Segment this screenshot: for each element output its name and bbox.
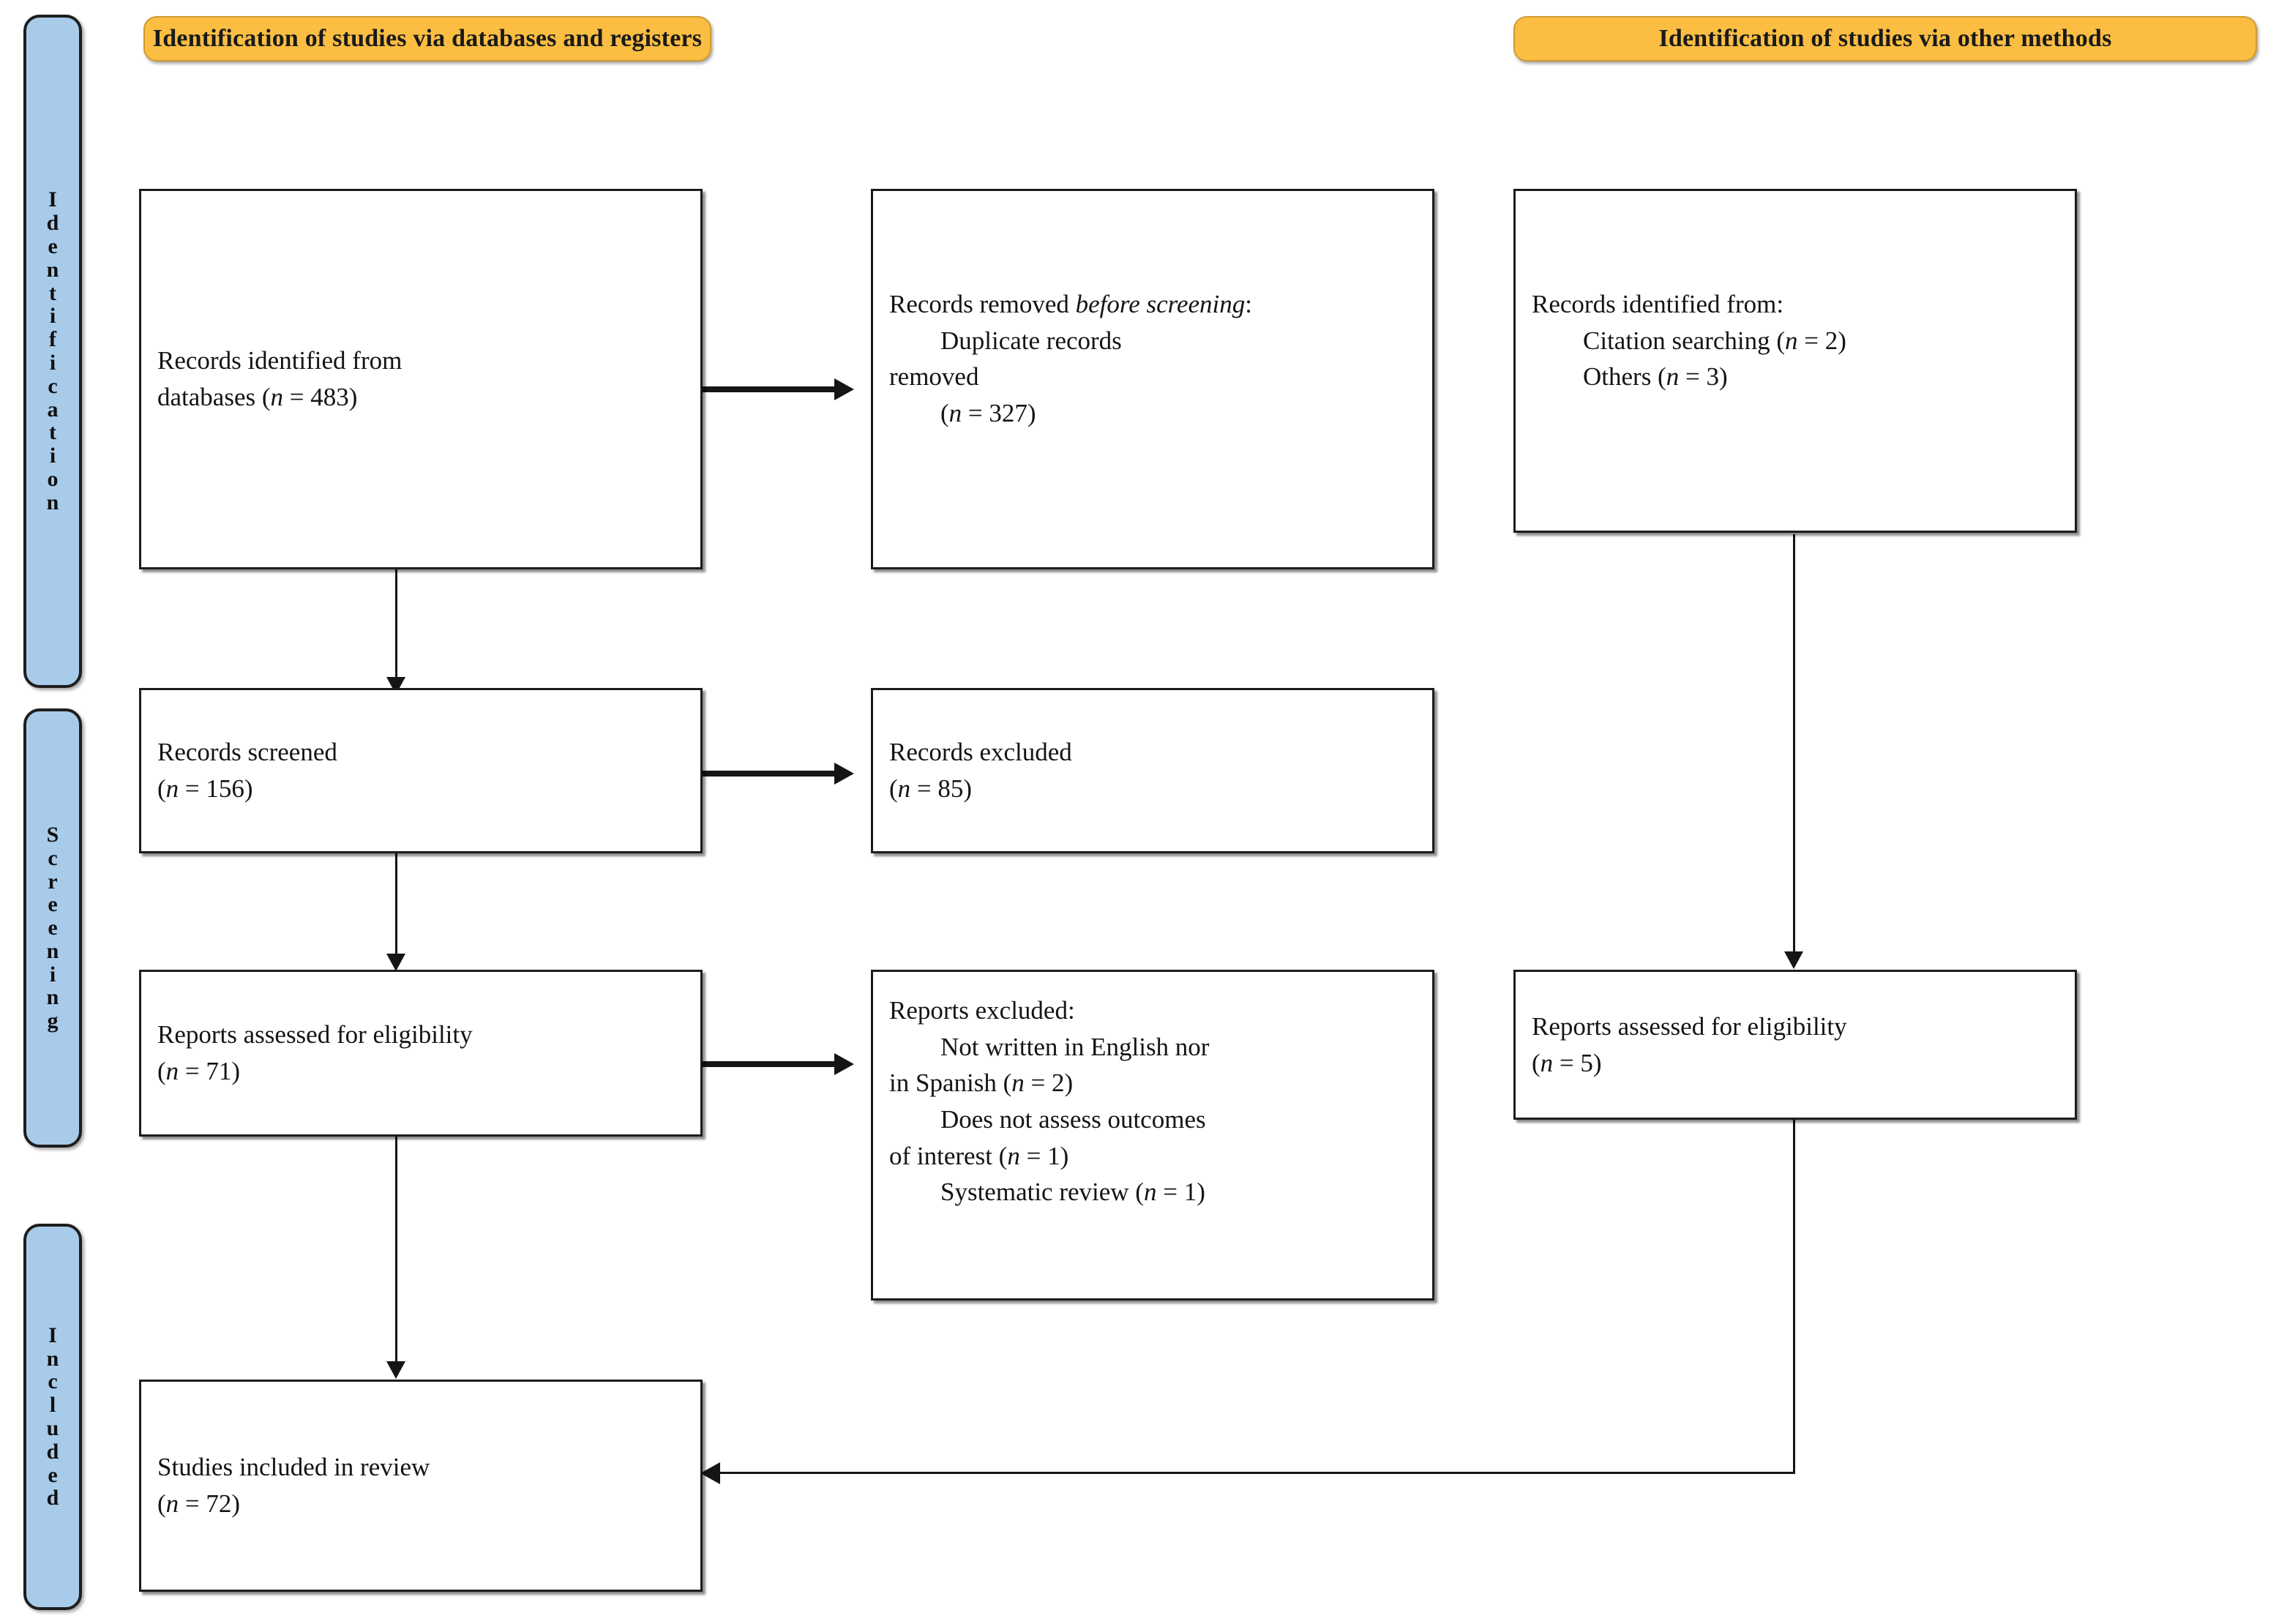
box-line: Studies included in review (157, 1453, 430, 1482)
box-records-excluded: Records excluded (n = 85) (871, 688, 1434, 853)
connector-screened-to-assessed-shaft (395, 853, 397, 964)
box-records-removed-text: Records removed before screening: Duplic… (889, 286, 1416, 432)
box-records-screened: Records screened (n = 156) (139, 688, 703, 853)
phase-letter: I (48, 1322, 57, 1347)
phase-letter: g (47, 1009, 59, 1033)
box-line: Records identified from (157, 346, 403, 375)
phase-label-included: I n c l u d e d (23, 1224, 82, 1610)
box-reports-excluded: Reports excluded: Not written in English… (871, 970, 1434, 1301)
phase-letter: l (49, 1393, 56, 1418)
banner-databases-registers: Identification of studies via databases … (143, 16, 711, 61)
phase-letter: i (49, 304, 56, 329)
box-line: Records screened (157, 738, 337, 767)
box-line: (n = 327) (940, 399, 1036, 428)
box-records-removed-before-screening: Records removed before screening: Duplic… (871, 189, 1434, 569)
phase-letter: t (49, 420, 56, 445)
box-line: (n = 85) (889, 774, 973, 803)
phase-letter: t (49, 280, 56, 305)
box-line: (n = 71) (157, 1057, 241, 1085)
connector-assessed-to-excluded-arrowhead (834, 1053, 854, 1075)
banner-other-methods-label: Identification of studies via other meth… (1658, 25, 2112, 52)
phase-letter: d (46, 1439, 59, 1464)
banner-other-methods: Identification of studies via other meth… (1513, 16, 2257, 61)
phase-letter: a (47, 397, 59, 422)
connector-assessed-to-included-arrowhead (386, 1361, 405, 1379)
box-line: Does not assess outcomes (940, 1105, 1206, 1134)
box-line: Reports assessed for eligibility (1532, 1011, 1847, 1041)
box-line: Others (n = 3) (1583, 362, 1728, 392)
phase-letter: e (48, 892, 58, 917)
box-line: Systematic review (n = 1) (940, 1178, 1205, 1207)
phase-letter: u (46, 1416, 59, 1440)
box-line: in Spanish (n = 2) (889, 1069, 1074, 1098)
phase-letter: d (46, 211, 59, 236)
box-records-identified-databases-text: Records identified from databases (n = 4… (157, 343, 684, 415)
connector-databases-to-removed-arrowhead (834, 378, 854, 400)
box-line: databases (n = 483) (157, 383, 358, 411)
box-line: Records identified from: (1532, 290, 1784, 318)
phase-letter: i (49, 444, 56, 468)
phase-letter: n (46, 1346, 59, 1371)
phase-letter: e (48, 1462, 58, 1487)
phase-label-screening: S c r e e n i n g (23, 708, 82, 1148)
box-reports-assessed-right-text: Reports assessed for eligibility (n = 5) (1532, 1009, 2059, 1081)
connector-other-to-assessed-arrowhead (1784, 951, 1803, 969)
connector-right-to-included-vertical (1793, 1118, 1795, 1474)
box-line: Not written in English nor (940, 1032, 1210, 1061)
connector-databases-to-screened-shaft (395, 567, 397, 687)
connector-assessed-to-included-shaft (395, 1137, 397, 1372)
connector-assessed-to-excluded-shaft (701, 1061, 834, 1067)
phase-letter: c (48, 373, 58, 398)
box-line: (n = 5) (1532, 1048, 1602, 1077)
phase-letter: f (49, 327, 56, 352)
banner-databases-registers-label: Identification of studies via databases … (152, 25, 703, 52)
box-reports-excluded-text: Reports excluded: Not written in English… (889, 992, 1416, 1210)
phase-letter: n (46, 938, 59, 963)
phase-letter: i (49, 351, 56, 375)
connector-other-to-assessed-shaft (1793, 534, 1795, 962)
box-line: Reports assessed for eligibility (157, 1020, 473, 1049)
phase-letter: n (46, 257, 59, 282)
connector-databases-to-removed-shaft (701, 386, 834, 392)
box-records-identified-other: Records identified from: Citation search… (1513, 189, 2077, 533)
box-line: Records removed before screening: (889, 290, 1253, 318)
phase-letter: r (48, 869, 58, 894)
box-line: Duplicate records (940, 326, 1122, 355)
box-line: (n = 72) (157, 1489, 241, 1518)
phase-label-identification: I d e n t i f i c a t i o n (23, 15, 82, 688)
box-studies-included-text: Studies included in review (n = 72) (157, 1449, 684, 1522)
phase-letter: d (46, 1486, 59, 1511)
box-studies-included: Studies included in review (n = 72) (139, 1380, 703, 1592)
connector-screened-to-excluded-arrowhead (834, 763, 854, 785)
phase-letter: i (49, 962, 56, 987)
connector-right-to-included-horizontal (717, 1472, 1794, 1474)
box-line: Records excluded (889, 738, 1072, 767)
box-line: (n = 156) (157, 774, 253, 803)
connector-right-to-included-arrowhead (700, 1462, 720, 1484)
connector-screened-to-excluded-shaft (701, 771, 834, 777)
box-line: Reports excluded: (889, 996, 1075, 1025)
connector-screened-to-assessed-arrowhead (386, 954, 405, 971)
box-line: of interest (n = 1) (889, 1141, 1069, 1170)
box-records-excluded-text: Records excluded (n = 85) (889, 734, 1416, 807)
phase-letter: c (48, 1369, 58, 1394)
box-records-screened-text: Records screened (n = 156) (157, 734, 684, 807)
phase-letter: e (48, 916, 58, 940)
box-reports-assessed-left: Reports assessed for eligibility (n = 71… (139, 970, 703, 1137)
phase-letter: o (47, 466, 59, 491)
phase-letter: n (46, 985, 59, 1010)
phase-letter: e (48, 234, 58, 259)
phase-letter: n (46, 490, 59, 514)
box-line: removed (889, 362, 979, 392)
phase-letter: S (46, 822, 59, 847)
box-records-identified-other-text: Records identified from: Citation search… (1532, 286, 2059, 395)
phase-letter: c (48, 845, 58, 870)
box-reports-assessed-right: Reports assessed for eligibility (n = 5) (1513, 970, 2077, 1120)
box-reports-assessed-left-text: Reports assessed for eligibility (n = 71… (157, 1017, 684, 1089)
box-records-identified-databases: Records identified from databases (n = 4… (139, 189, 703, 569)
box-line: Citation searching (n = 2) (1583, 326, 1846, 355)
phase-letter: I (48, 187, 57, 212)
